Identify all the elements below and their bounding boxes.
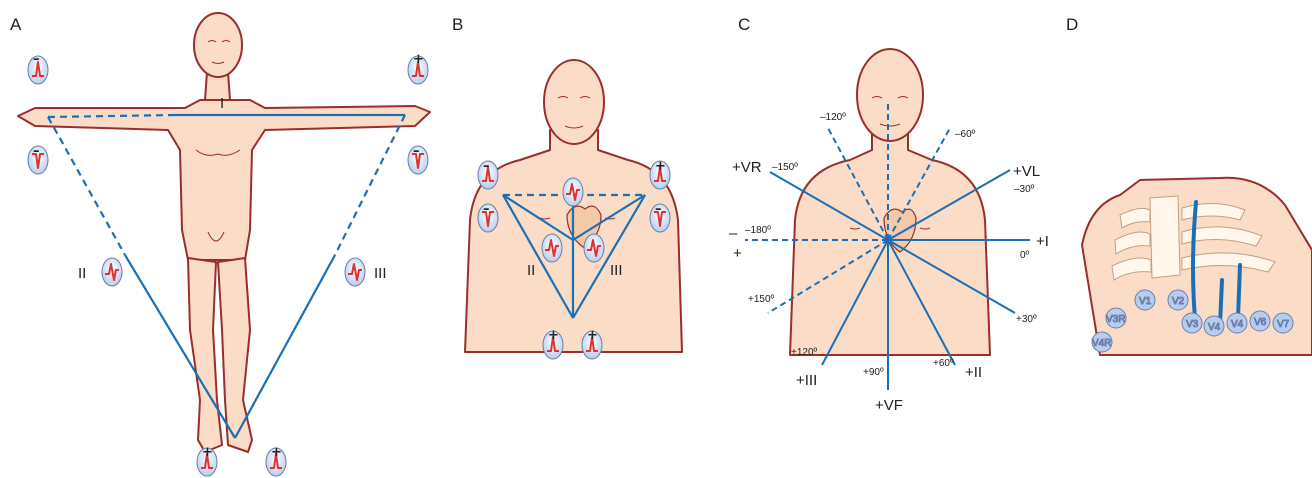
- panel-c: C – + +VR: [729, 15, 1049, 414]
- svg-text:+: +: [655, 159, 666, 174]
- svg-text:+: +: [271, 445, 282, 460]
- electrode-b-left: [542, 234, 562, 262]
- electrode-v7: V7: [1273, 313, 1293, 333]
- lead-label-b-III: III: [610, 262, 623, 279]
- electrode-b-right: [584, 234, 604, 262]
- panel-b: B II III – + – – + +: [452, 15, 682, 359]
- deg-p60: +60º: [933, 358, 954, 369]
- deg-m30: –30º: [1014, 184, 1035, 195]
- lead-c-VR: +VR: [732, 159, 762, 176]
- lead-c-II: +II: [965, 364, 982, 381]
- electrode-a-la-pos: +: [408, 52, 428, 84]
- deg-m60: –60º: [955, 129, 976, 140]
- svg-text:V2: V2: [1172, 296, 1185, 307]
- neg-sign: –: [729, 225, 738, 242]
- lead-label-III: III: [374, 265, 387, 282]
- panel-letter-a: A: [10, 15, 22, 34]
- svg-text:+: +: [587, 328, 598, 343]
- svg-text:+: +: [548, 328, 559, 343]
- body-figure-c: [790, 49, 990, 355]
- lead-c-III: +III: [796, 372, 817, 389]
- svg-text:V4R: V4R: [1092, 338, 1111, 349]
- electrode-a-lead-III: [345, 258, 365, 286]
- lead-c-I: +I: [1036, 233, 1049, 250]
- panel-letter-c: C: [738, 15, 750, 34]
- panel-letter-d: D: [1066, 15, 1078, 34]
- svg-text:V4: V4: [1231, 319, 1244, 330]
- deg-zero: 0º: [1020, 250, 1030, 261]
- svg-text:–: –: [413, 144, 420, 159]
- deg-p150: +150º: [748, 294, 775, 305]
- svg-text:–: –: [483, 159, 490, 174]
- panel-letter-b: B: [452, 15, 463, 34]
- electrode-v4-b: V4: [1227, 313, 1247, 333]
- electrode-v4r: V4R: [1092, 332, 1112, 352]
- svg-text:V3: V3: [1186, 319, 1199, 330]
- deg-p120: +120º: [791, 347, 818, 358]
- svg-text:V1: V1: [1139, 296, 1152, 307]
- lead-label-I: I: [220, 95, 224, 112]
- pos-sign: +: [733, 245, 742, 262]
- lead-label-b-II: II: [527, 262, 535, 279]
- svg-text:V3R: V3R: [1106, 314, 1125, 325]
- lead-c-VF: +VF: [875, 397, 903, 414]
- electrode-a-lead-II: [102, 258, 122, 286]
- svg-text:–: –: [655, 202, 662, 217]
- electrode-v1: V1: [1135, 290, 1155, 310]
- svg-text:–: –: [33, 144, 40, 159]
- electrode-v4: V4: [1204, 316, 1224, 336]
- electrode-b-center-top: [563, 178, 583, 206]
- svg-text:+: +: [202, 445, 213, 460]
- deg-m180: –180º: [745, 225, 771, 236]
- panel-a: A I II III: [10, 13, 430, 476]
- deg-p90: +90º: [863, 367, 884, 378]
- electrode-a-la-neg: –: [408, 144, 428, 174]
- lead-c-VL: +VL: [1013, 163, 1040, 180]
- electrode-a-ll-pos2: +: [266, 445, 286, 476]
- electrode-a-ll-pos1: +: [197, 445, 217, 476]
- electrode-b-la-top: +: [650, 159, 670, 189]
- electrode-v3r: V3R: [1106, 308, 1126, 328]
- deg-m150: –150º: [772, 162, 798, 173]
- electrode-v3: V3: [1182, 313, 1202, 333]
- deg-m120: –120º: [820, 112, 846, 123]
- svg-text:V4: V4: [1208, 322, 1221, 333]
- svg-text:V6: V6: [1254, 317, 1267, 328]
- electrode-b-ra-top: –: [478, 159, 498, 189]
- lead-label-II: II: [78, 265, 86, 282]
- deg-p30: +30º: [1016, 314, 1037, 325]
- svg-text:–: –: [483, 202, 490, 217]
- svg-text:V7: V7: [1277, 319, 1290, 330]
- electrode-v2: V2: [1168, 290, 1188, 310]
- electrode-a-ra-neg: –: [28, 52, 48, 84]
- electrode-a-ra-neg2: –: [28, 144, 48, 174]
- svg-text:+: +: [413, 52, 424, 67]
- panel-d: D V1 V2 V3R V4R V3 V4: [1066, 15, 1312, 355]
- electrode-v6: V6: [1250, 311, 1270, 331]
- svg-text:–: –: [33, 52, 40, 67]
